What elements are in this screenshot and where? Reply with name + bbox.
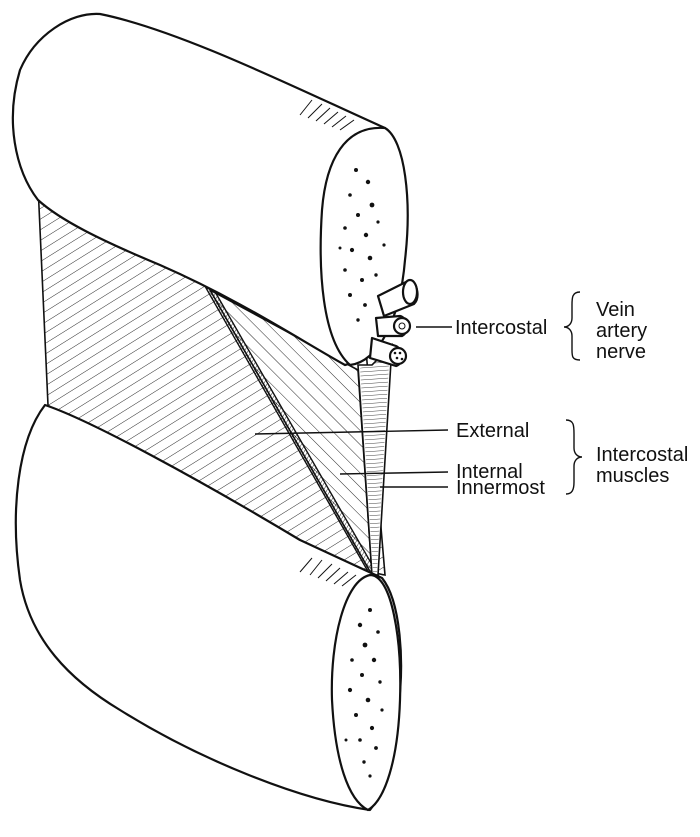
nerve-cross-section [390,348,406,364]
brace-muscles [566,420,582,494]
brace-vessels [564,292,580,360]
label-muscles-group-line2: muscles [596,465,669,487]
vein-lumen [403,280,417,304]
labels: Intercostal Vein artery nerve External I… [455,299,688,499]
label-artery: artery [596,320,647,342]
artery-lumen [394,318,410,334]
braces [564,292,582,494]
label-external: External [456,420,529,442]
label-intercostal-vessels: Intercostal [455,317,547,339]
label-nerve: nerve [596,341,646,363]
label-vein: Vein [596,299,635,321]
label-muscles-group-line1: Intercostal [596,444,688,466]
label-innermost: Innermost [456,477,545,499]
